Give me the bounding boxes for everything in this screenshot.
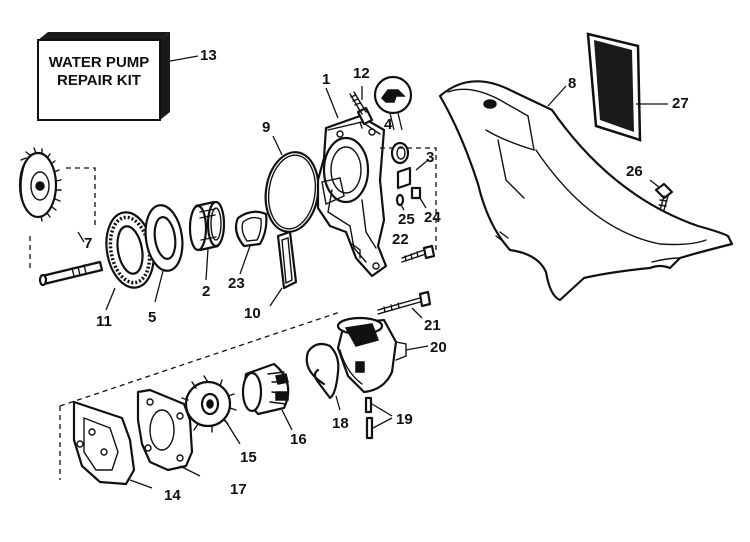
gasket-14 — [72, 400, 136, 486]
spring-3 — [396, 166, 412, 190]
callout-10: 10 — [244, 305, 261, 322]
screw-22 — [401, 244, 436, 263]
pin-19a — [364, 396, 373, 414]
plunger-24 — [410, 186, 422, 200]
screw-12 — [349, 91, 374, 126]
callout-4: 4 — [384, 116, 393, 133]
callout-1: 1 — [322, 71, 330, 88]
seal-23 — [234, 210, 268, 248]
roller-bearing — [188, 200, 226, 252]
callout-12: 12 — [353, 65, 370, 82]
decal-27 — [586, 32, 642, 142]
grommet-detail — [373, 75, 413, 115]
screw-21 — [377, 290, 432, 315]
grommet-4 — [390, 141, 410, 165]
callout-14: 14 — [164, 487, 181, 504]
callout-6: 6 — [6, 201, 14, 218]
callout-5: 5 — [148, 309, 156, 326]
thrust-washer — [144, 204, 184, 272]
callout-7: 7 — [84, 235, 92, 252]
callout-21: 21 — [424, 317, 441, 334]
impeller-housing-cup — [336, 316, 407, 394]
callout-11: 11 — [96, 313, 112, 330]
pinion-gear — [18, 147, 62, 222]
repair-kit-box: WATER PUMP REPAIR KIT — [37, 32, 170, 121]
callout-13: 13 — [200, 47, 217, 64]
kit-box-line1: WATER PUMP — [49, 54, 150, 71]
callout-18: 18 — [332, 415, 349, 432]
callout-20: 20 — [430, 339, 447, 356]
callout-23: 23 — [228, 275, 245, 292]
screw-26 — [654, 182, 674, 211]
callout-24: 24 — [424, 209, 441, 226]
gasket-10 — [276, 230, 298, 290]
callout-25: 25 — [398, 211, 415, 228]
pin-19b — [365, 416, 374, 440]
callout-27: 27 — [672, 95, 689, 112]
o-ring-9 — [264, 151, 320, 233]
callout-16: 16 — [290, 431, 307, 448]
kit-box-line2: REPAIR KIT — [57, 72, 141, 89]
callout-19: 19 — [396, 411, 413, 428]
o-ring-18 — [305, 342, 340, 400]
callout-2: 2 — [202, 283, 210, 300]
plate-17 — [136, 388, 194, 472]
callout-26: 26 — [626, 163, 643, 180]
callout-15: 15 — [240, 449, 257, 466]
water-pump-housing — [316, 114, 388, 278]
drive-shaft — [38, 260, 104, 287]
callout-22: 22 — [392, 231, 409, 248]
callout-3: 3 — [426, 149, 434, 166]
callout-9: 9 — [262, 119, 270, 136]
clip-25 — [395, 193, 405, 207]
impeller-liner — [241, 362, 290, 416]
callout-8: 8 — [568, 75, 576, 92]
exhaust-cover — [438, 80, 734, 302]
callout-17: 17 — [230, 481, 247, 498]
